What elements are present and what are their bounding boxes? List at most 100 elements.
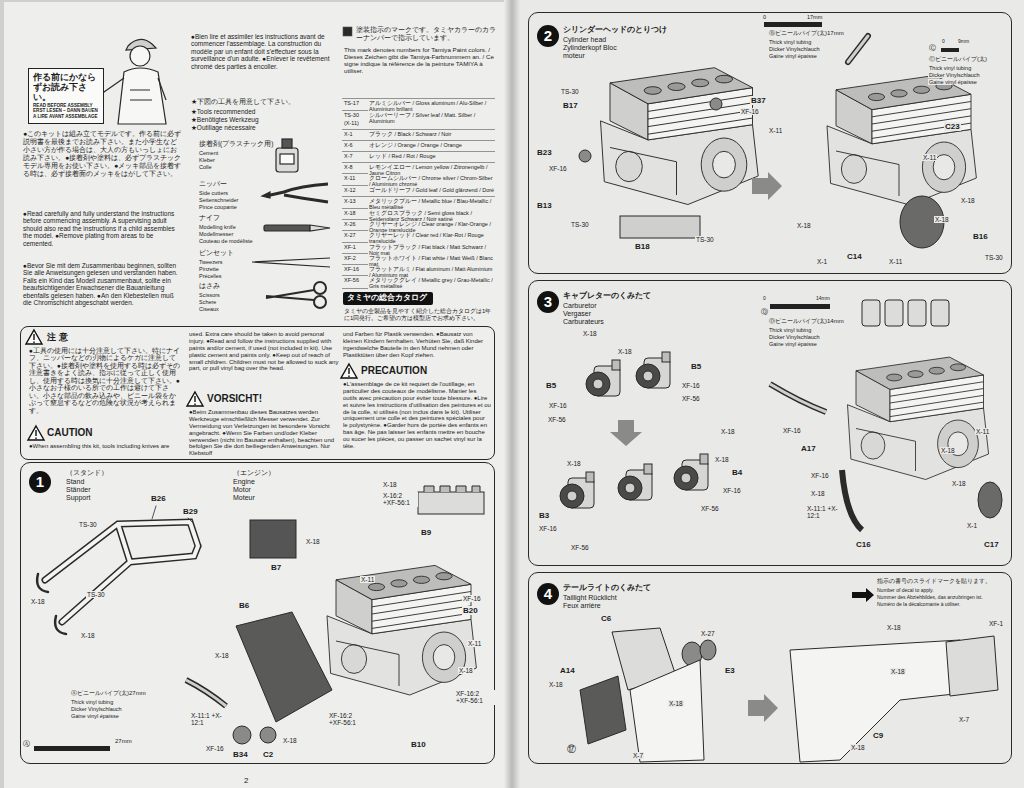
- paint-code: X-11: [922, 154, 937, 161]
- label-text: 0: [941, 39, 946, 45]
- part-number: A14: [559, 666, 576, 675]
- label-text: ナイフ: [198, 214, 221, 221]
- label-text: Cement: [198, 150, 219, 156]
- part-number: B7: [270, 563, 282, 572]
- paint-code: X-12: [343, 187, 357, 193]
- label-text: 塗装指示のマークです。タミヤカラーのカラーナンバーで指示しています。: [355, 26, 497, 42]
- label-text: Ⓑビニールパイプ(太)17mm: [768, 30, 845, 37]
- label-text: Nummer des Abziehbildes, das anzubringen…: [876, 595, 984, 601]
- label-text: クロームシルバー / Chrome silver / Chrom-Silber …: [368, 175, 496, 188]
- paint-code: XF-16:2 +XF-56:1: [328, 712, 368, 727]
- step-subheading: Carburetor Vergaser Carburateurs: [563, 302, 618, 326]
- paint-code: X-16:2 +XF-56:1: [382, 492, 418, 507]
- paint-code: X-18: [668, 700, 684, 707]
- paint-code: X-18: [951, 480, 967, 487]
- paint-code: X-26: [343, 221, 357, 227]
- label-text: Thick vinyl tubing: [768, 327, 812, 333]
- label-text: アルミシルバー / Gloss aluminum / Alu-Silber / …: [368, 100, 496, 113]
- label-text: ★Outillage nécessaire: [190, 124, 257, 131]
- part-number: B23: [536, 148, 553, 157]
- paint-code: XF-2: [343, 255, 357, 261]
- paint-code: XF-1: [343, 244, 357, 250]
- paint-code: X-18: [458, 667, 474, 674]
- label-text: Tweezers: [198, 259, 224, 265]
- paint-code: X-7: [343, 153, 354, 159]
- paint-code: TS-30: [695, 236, 715, 243]
- step-heading: キャブレターのくみたて: [563, 291, 651, 300]
- caution-text: ●When assembling this kit, tools includi…: [29, 443, 187, 450]
- caution-text: ●Beim Zusammenbau dieses Bausatzes werde…: [189, 409, 339, 457]
- paint-code: XF-16: [548, 165, 568, 172]
- label-text: ブラック / Black / Schwarz / Noir: [368, 131, 496, 137]
- label-text: Schere: [198, 299, 217, 305]
- paint-code: TS-30: [984, 254, 1004, 261]
- part-number: C16: [855, 540, 872, 549]
- caution-box: 注 意 ●工具の使用には十分注意して下さい。特にナイフ、ニッパーなどの刃物によるケ…: [20, 326, 495, 460]
- paint-code: X-18: [80, 632, 96, 639]
- paint-code: X-18: [282, 737, 298, 744]
- step-subheading: Stand Ständer Support: [66, 478, 102, 502]
- label-text: Gaine vinyl épaisse: [768, 341, 818, 347]
- label-text: タミヤの全製品を見やすく紹介した総合カタログは1年に1回発行。ご希望の方は模型店…: [343, 308, 495, 322]
- step1-engine: [34, 486, 484, 751]
- step-subheading: Engine Motor Moteur: [233, 478, 265, 502]
- label-text: Gaine vinyl épaisse: [768, 53, 818, 59]
- paint-code: TS-30: [86, 591, 106, 598]
- label-text: ★下図の工具を用意して下さい。: [190, 98, 296, 106]
- paint-code: TS-30: [560, 88, 580, 95]
- part-number: B18: [634, 242, 651, 251]
- paint-code: TS-30: [570, 221, 590, 228]
- paint-code: X-7: [958, 716, 970, 723]
- label-text: 2: [243, 776, 249, 785]
- paint-code: TS-30: [343, 112, 360, 118]
- paint-code: XF-16: [722, 487, 742, 494]
- part-number: C9: [872, 731, 884, 740]
- paint-code: X-11: [975, 428, 990, 435]
- caution-text: used. Extra care should be taken to avoi…: [189, 331, 339, 372]
- man-figure: [100, 39, 166, 124]
- sign-heading: 作る前にかならずお読み下さい。: [33, 73, 101, 102]
- paint-code: X-18: [214, 652, 230, 659]
- step-number-text: 2: [537, 27, 559, 44]
- paint-code: TS-17: [343, 100, 360, 106]
- label-text: Thick vinyl tubing: [70, 699, 114, 705]
- label-text: 14mm: [815, 296, 831, 302]
- paint-code: (X-11): [343, 120, 360, 126]
- part-number: B4: [731, 468, 743, 477]
- label-text: Colle: [198, 164, 213, 170]
- step-number-text: 3: [537, 293, 559, 310]
- part-number: B9: [420, 528, 432, 537]
- label-text: 17mm: [806, 14, 823, 20]
- label-text: Numéro de la décalcomanie à utiliser.: [876, 602, 961, 608]
- label-text: メタリックグレイ / Metallic grey / Grau-Metallic…: [368, 277, 496, 290]
- label-text: 9mm: [957, 39, 970, 45]
- label-text: Gaine vinyl épaisse: [928, 79, 978, 85]
- step-number: 3: [537, 291, 559, 313]
- label-text: ●Bevor Sie mit dem Zusammenbau beginnen,…: [22, 262, 184, 307]
- paint-code: TS-30: [78, 521, 98, 528]
- caution-text: und Farben für Plastik verwenden. ●Bausa…: [343, 331, 491, 359]
- paint-code: X-1: [966, 522, 978, 529]
- label-text: Dicker Vinylschlauch: [70, 706, 123, 712]
- label-text: Number of decal to apply.: [876, 588, 935, 594]
- paint-code: X-18: [343, 210, 357, 216]
- paint-code: XF-16:2 +XF-56:1: [455, 690, 495, 705]
- paint-code: X-11:1 +X-12:1: [190, 712, 226, 727]
- step-number: 4: [537, 583, 559, 605]
- step-subheading: Taillight Rücklicht Feux arrière: [563, 594, 618, 610]
- paint-code: XF-1: [988, 620, 1004, 627]
- caution-text: ●工具の使用には十分注意して下さい。特にナイフ、ニッパーなどの刃物によるケガに注…: [29, 347, 181, 414]
- part-number: B34: [232, 750, 249, 759]
- paint-code: X-18: [714, 456, 730, 463]
- label-text: レッド / Red / Rot / Rouge: [368, 153, 496, 159]
- catalog-banner: タミヤの総合カタログ: [343, 292, 433, 305]
- label-text: This mark denotes numbers for Tamiya Pai…: [343, 46, 495, 75]
- label-text: はさみ: [198, 282, 221, 289]
- caution-heading: 注 意: [47, 332, 68, 342]
- part-number: C2: [262, 750, 274, 759]
- paint-code: X-1: [343, 131, 354, 137]
- label-text: Pinzette: [198, 266, 220, 272]
- part-number: C23: [944, 122, 961, 131]
- paint-code: XF-16: [740, 108, 760, 115]
